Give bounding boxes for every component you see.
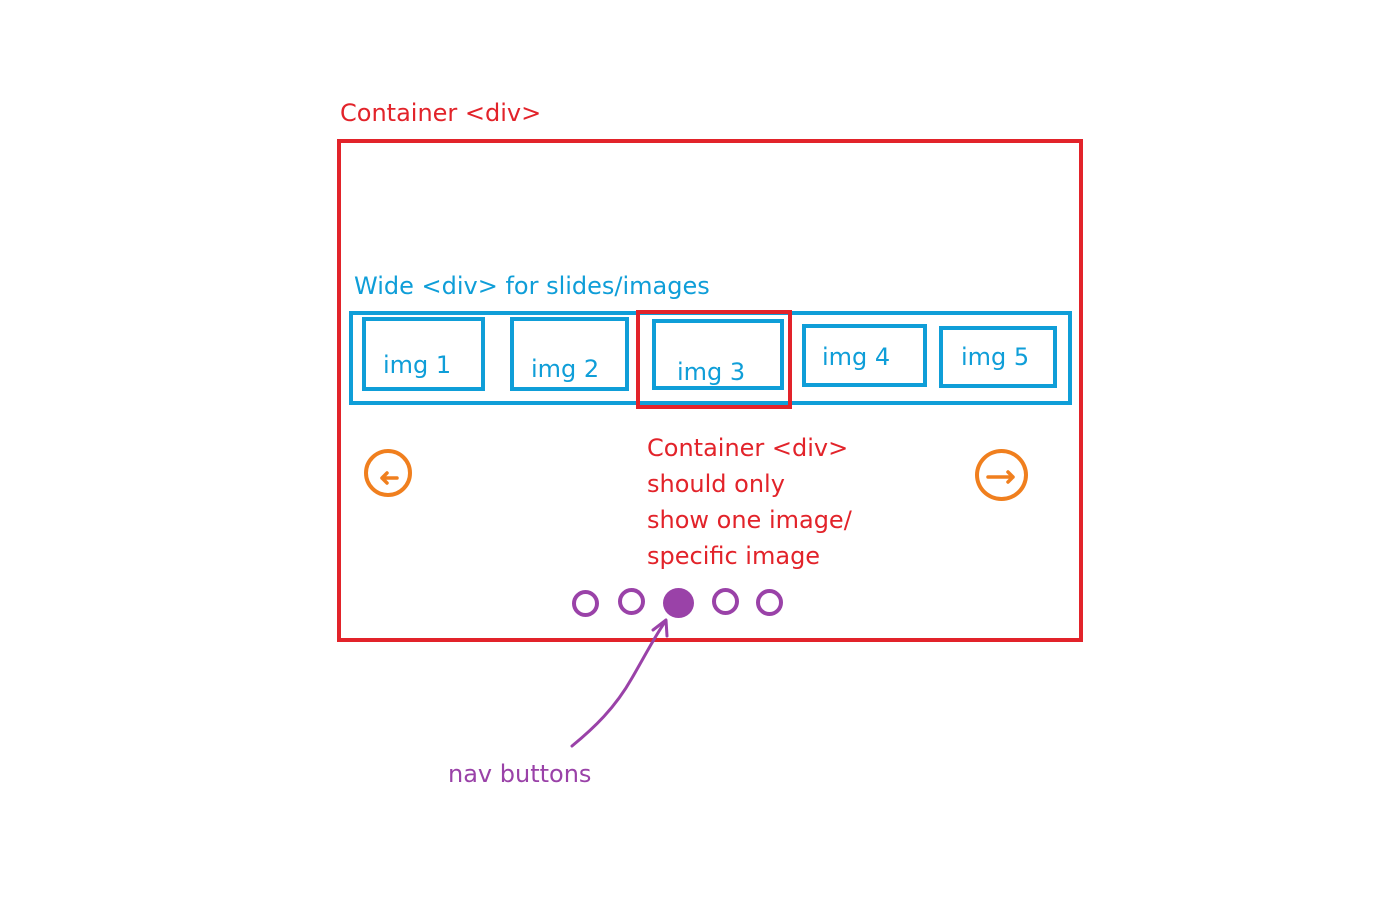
viewport-note-line: specific image (647, 542, 821, 570)
arrow-right-icon (986, 470, 1015, 484)
prev-slide-button[interactable] (364, 449, 412, 497)
slide-label: img 4 (822, 343, 891, 371)
outer-container-label: Container <div> (340, 99, 542, 127)
nav-dot-5[interactable] (756, 589, 783, 616)
nav-dot-3-active[interactable] (663, 588, 694, 618)
nav-dot-4[interactable] (712, 588, 739, 615)
visible-viewport-frame (636, 310, 792, 409)
viewport-note-line: show one image/ (647, 506, 852, 534)
next-slide-button[interactable] (975, 449, 1028, 501)
viewport-note: Container <div> should only show one ima… (647, 430, 852, 574)
wide-div-label: Wide <div> for slides/images (354, 272, 710, 300)
slide-img-2: img 2 (510, 317, 629, 391)
slide-label: img 5 (961, 343, 1030, 371)
arrow-left-icon (380, 471, 399, 485)
slide-label: img 2 (531, 355, 600, 383)
slide-img-4: img 4 (802, 324, 927, 387)
outer-container (337, 139, 1083, 642)
nav-dot-2[interactable] (618, 588, 645, 615)
viewport-note-line: Container <div> (647, 434, 849, 462)
viewport-note-line: should only (647, 470, 785, 498)
slide-label: img 1 (383, 351, 452, 379)
slide-img-5: img 5 (939, 326, 1057, 388)
slide-img-3: img 3 (652, 319, 784, 390)
nav-dot-1[interactable] (572, 590, 599, 617)
slide-label: img 3 (677, 358, 746, 386)
nav-buttons-label: nav buttons (448, 760, 592, 788)
pointer-arrow (570, 618, 669, 748)
slide-img-1: img 1 (362, 317, 485, 391)
